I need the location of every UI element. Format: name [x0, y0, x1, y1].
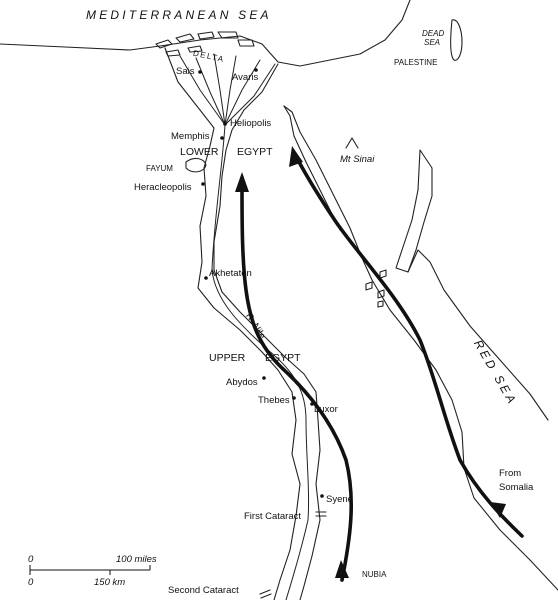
label-first-cataract: First Cataract: [244, 511, 301, 522]
label-syene: Syene: [326, 494, 353, 505]
route-nile-upstream-arrowhead: [335, 560, 349, 578]
label-luxor: Luxor: [314, 404, 338, 415]
label-from: From: [499, 468, 521, 479]
label-lower-2: EGYPT: [237, 146, 273, 158]
dead-sea: [450, 19, 463, 61]
route-red-sea-mid-arrowhead: [490, 502, 506, 518]
gulf-of-aqaba: [395, 149, 433, 273]
scale-zero-top: 0: [28, 554, 34, 565]
label-dead-sea-line1: DEAD: [422, 29, 444, 38]
nile-valley-east: [213, 63, 321, 600]
label-lower-1: LOWER: [180, 146, 219, 158]
label-memphis: Memphis: [171, 131, 210, 142]
first-cataract-icon: [315, 511, 327, 517]
route-red-sea-north: [296, 158, 524, 538]
mediterranean-coastline: [0, 0, 411, 67]
mountain-icon: [345, 137, 359, 149]
red-sea-west-coast: [371, 279, 558, 591]
red-sea-islands: [365, 269, 387, 308]
label-nubia: NUBIA: [362, 570, 387, 579]
label-fayum: FAYUM: [146, 164, 173, 173]
red-sea-east-coast: [407, 249, 549, 421]
scale-bar: 0 100 miles 0 150 km: [28, 554, 157, 588]
label-sais: Sais: [176, 66, 195, 77]
delta-lagoons: [155, 31, 255, 57]
scale-miles: 100 miles: [116, 554, 157, 565]
fayum-lake: [185, 157, 207, 173]
route-nile-north: [240, 186, 353, 582]
nile-delta-branches: [179, 53, 276, 126]
label-heliopolis: Heliopolis: [230, 118, 271, 129]
label-akhetaton: Akhetaton: [209, 268, 252, 279]
city-markers: [198, 68, 324, 498]
label-abydos: Abydos: [226, 377, 258, 388]
scale-km: 150 km: [94, 577, 125, 588]
label-upper-1: UPPER: [209, 352, 246, 364]
label-palestine: PALESTINE: [394, 58, 437, 67]
label-thebes: Thebes: [258, 395, 290, 406]
label-mt-sinai: Mt Sinai: [340, 154, 375, 165]
river-nile: [211, 124, 310, 600]
label-somalia: Somalia: [499, 482, 534, 493]
label-heracleopolis: Heracleopolis: [134, 182, 192, 193]
label-dead-sea-line2: SEA: [424, 38, 440, 47]
route-nile-north-arrowhead: [235, 172, 249, 192]
label-upper-2: EGYPT: [265, 352, 301, 364]
label-second-cataract: Second Cataract: [168, 585, 239, 596]
scale-zero-bottom: 0: [28, 577, 34, 588]
second-cataract-icon: [259, 589, 272, 599]
label-avaris: Avaris: [232, 72, 258, 83]
label-red-sea: RED SEA: [471, 337, 520, 408]
nile-valley-west: [164, 47, 301, 600]
label-mediterranean-sea: MEDITERRANEAN SEA: [86, 8, 272, 22]
route-red-sea-north-arrowhead: [289, 146, 303, 167]
